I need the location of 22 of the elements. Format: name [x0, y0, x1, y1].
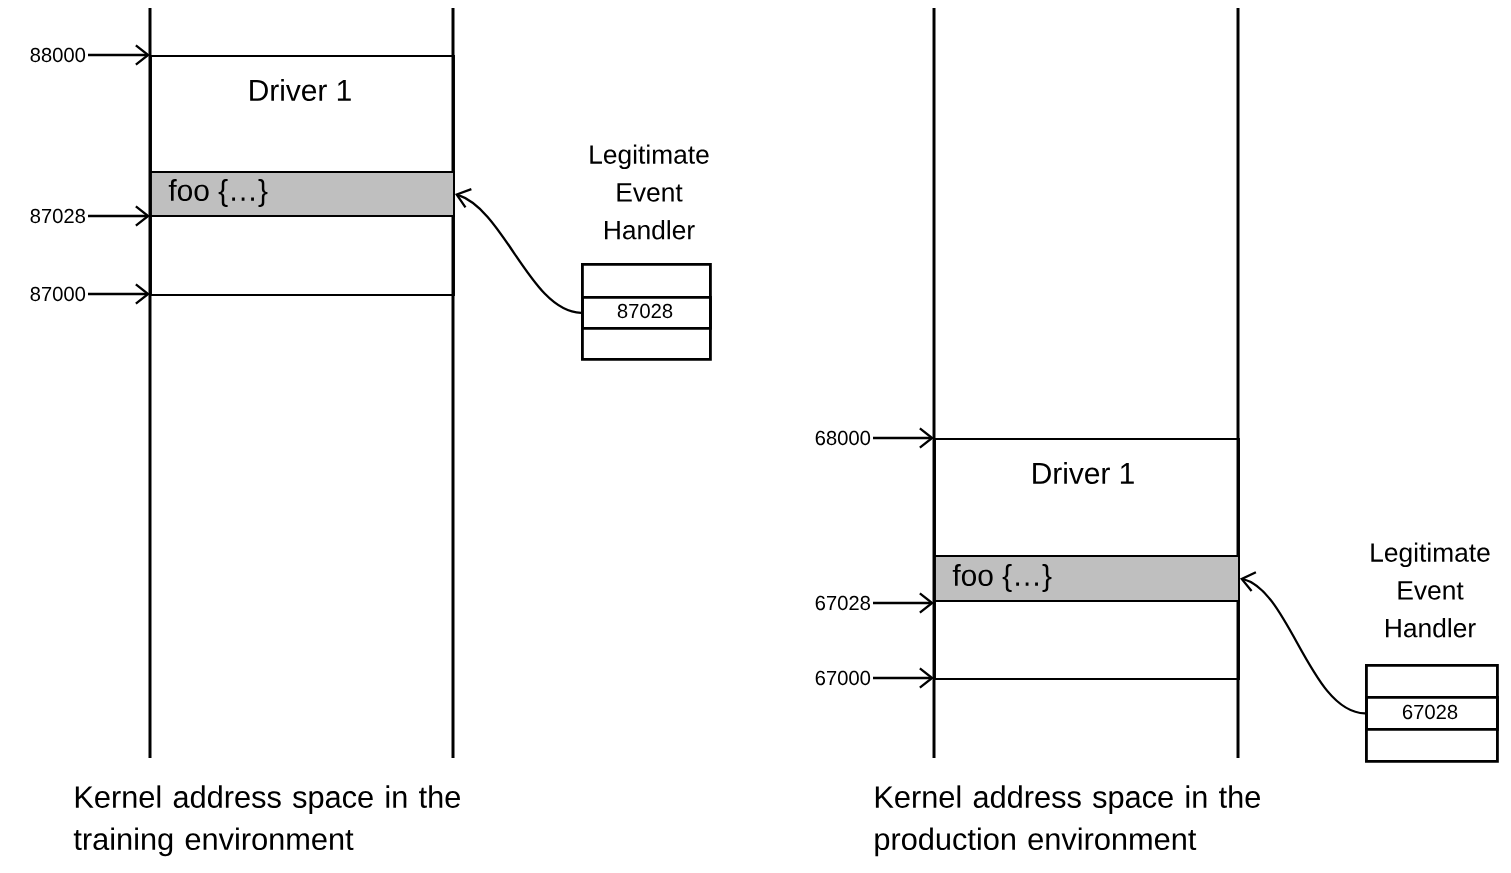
- address-label: 87000: [30, 286, 86, 302]
- address-arrow: [873, 592, 934, 614]
- address-label: 68000: [815, 430, 871, 446]
- address-arrow: [88, 205, 150, 227]
- address-arrow: [873, 427, 934, 449]
- address-label: 67028: [815, 595, 870, 611]
- node-label: Legitimate Event Handler: [590, 144, 709, 240]
- curved-arrow: [1239, 571, 1366, 715]
- caption: Kernel address space in the training environment: [73, 785, 460, 857]
- address-label: 87028: [30, 208, 85, 224]
- curved-arrow: [454, 188, 582, 314]
- address-arrow: [88, 44, 150, 66]
- function-block: foo {…}: [150, 171, 455, 217]
- address-label: 88000: [30, 47, 86, 63]
- address-arrow: [88, 283, 150, 305]
- address-label: 67000: [815, 670, 871, 686]
- table-cell: 67028: [1365, 696, 1499, 731]
- address-arrow: [873, 667, 934, 689]
- table-cell: 87028: [581, 296, 712, 330]
- function-block: foo {…}: [934, 555, 1240, 602]
- node-label: Legitimate Event Handler: [1371, 542, 1490, 638]
- caption: Kernel address space in the production environment: [875, 785, 1260, 857]
